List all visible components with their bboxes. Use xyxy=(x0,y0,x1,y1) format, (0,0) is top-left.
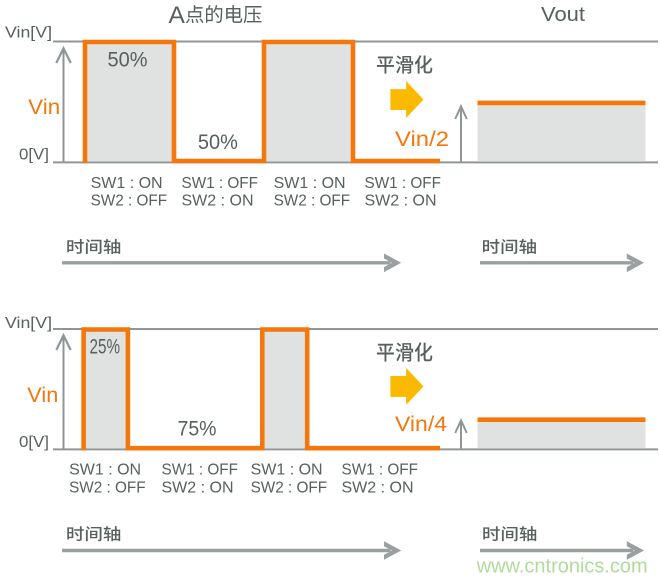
svg-text:75%: 75% xyxy=(178,417,217,441)
svg-text:0[V]: 0[V] xyxy=(19,434,49,451)
svg-text:0[V]: 0[V] xyxy=(19,147,49,164)
svg-text:SW2 : ON: SW2 : ON xyxy=(342,479,414,496)
svg-text:Vin: Vin xyxy=(28,96,60,119)
svg-text:SW2 : ON: SW2 : ON xyxy=(162,479,234,496)
svg-text:50%: 50% xyxy=(108,48,148,72)
svg-text:SW2 : OFF: SW2 : OFF xyxy=(251,479,328,496)
svg-text:Vin/2: Vin/2 xyxy=(395,127,449,151)
svg-text:SW2 : OFF: SW2 : OFF xyxy=(274,193,351,210)
svg-text:www.cntronics.com: www.cntronics.com xyxy=(476,556,648,578)
svg-text:Vout: Vout xyxy=(541,3,585,26)
svg-text:Vin[V]: Vin[V] xyxy=(5,25,52,42)
svg-text:SW2 : ON: SW2 : ON xyxy=(365,193,437,210)
svg-text:Vin/4: Vin/4 xyxy=(395,412,447,436)
svg-text:SW1 : OFF: SW1 : OFF xyxy=(342,462,419,479)
svg-text:SW1 : OFF: SW1 : OFF xyxy=(182,175,259,192)
svg-text:SW1 : OFF: SW1 : OFF xyxy=(162,462,239,479)
svg-text:25%: 25% xyxy=(90,335,121,359)
svg-text:SW1 : ON: SW1 : ON xyxy=(69,462,141,479)
svg-text:SW2 : OFF: SW2 : OFF xyxy=(91,193,168,210)
svg-text:SW1 : ON: SW1 : ON xyxy=(274,175,346,192)
svg-text:50%: 50% xyxy=(198,130,238,154)
svg-text:SW2 : ON: SW2 : ON xyxy=(182,193,254,210)
svg-text:SW1 : OFF: SW1 : OFF xyxy=(365,175,442,192)
svg-text:Vin[V]: Vin[V] xyxy=(5,315,52,332)
svg-text:SW1 : ON: SW1 : ON xyxy=(91,175,163,192)
svg-text:Vin: Vin xyxy=(27,384,58,407)
svg-text:A: A xyxy=(169,2,186,29)
svg-text:SW1 : ON: SW1 : ON xyxy=(251,462,323,479)
svg-text:SW2 : OFF: SW2 : OFF xyxy=(69,479,146,496)
